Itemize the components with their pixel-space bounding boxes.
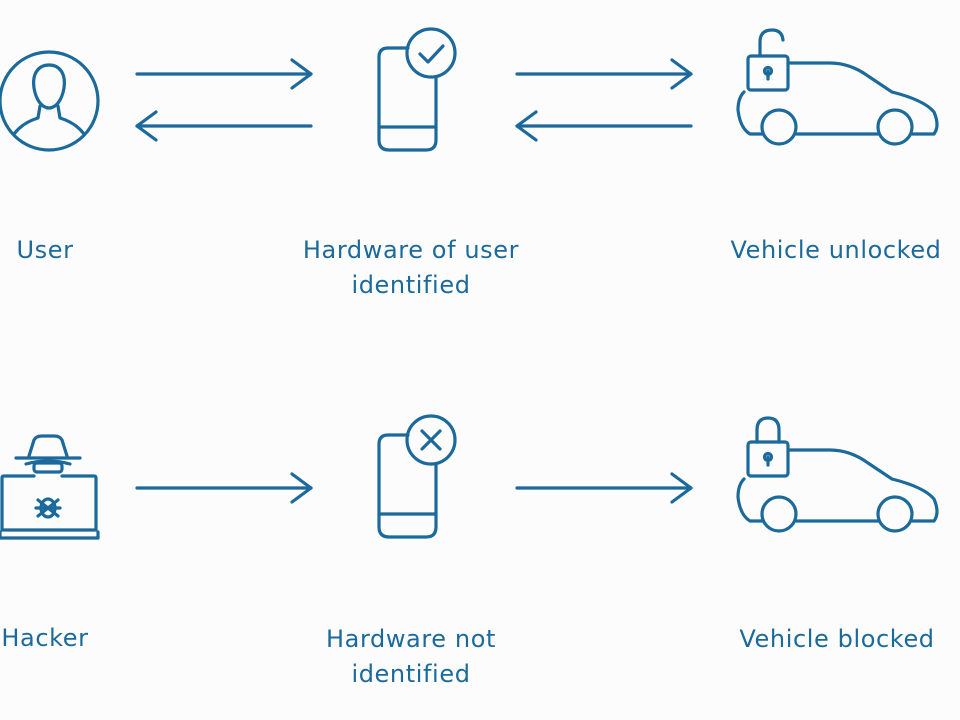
phone-check-icon (377, 27, 457, 152)
node-label-vehicle-blocked: Vehicle blocked (718, 622, 956, 657)
label-line: User (16, 236, 74, 264)
bidirectional-arrows (135, 58, 313, 142)
node-label-vehicle-unlocked: Vehicle unlocked (712, 233, 960, 268)
node-label-hacker: Hacker (0, 621, 110, 656)
label-line: Hardware not (325, 625, 496, 653)
label-line: identified (351, 660, 471, 688)
forward-arrow (135, 472, 313, 504)
hacker-icon (0, 434, 100, 540)
phone-cross-icon (377, 414, 457, 539)
bidirectional-arrows (515, 58, 693, 142)
label-line: Hardware of user (302, 236, 520, 264)
node-label-hardware-not-identified: Hardware not identified (281, 622, 541, 692)
label-line: Hacker (1, 624, 89, 652)
node-label-user: User (0, 233, 110, 268)
car-locked-icon (736, 416, 939, 533)
label-line: identified (351, 271, 471, 299)
car-unlocked-icon (736, 28, 939, 146)
node-label-hardware-identified: Hardware of user identified (271, 233, 551, 303)
user-icon (0, 50, 100, 152)
label-line: Vehicle unlocked (730, 236, 942, 264)
label-line: Vehicle blocked (739, 625, 935, 653)
forward-arrow (515, 472, 693, 504)
